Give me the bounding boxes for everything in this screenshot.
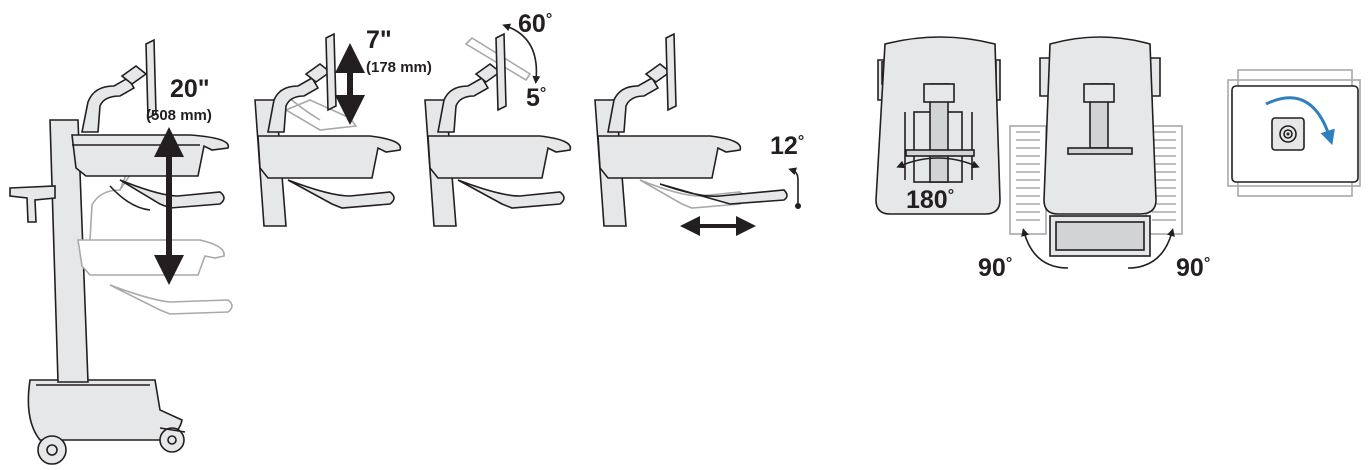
work-surface-top-view xyxy=(875,36,1001,215)
monitor-rotation-arrow xyxy=(1265,96,1335,146)
cart-height-label: 20" xyxy=(170,75,210,103)
keyboard-tilt-label: 12° xyxy=(770,132,804,160)
work-surface-swivel-label: 180° xyxy=(906,186,954,214)
monitor-tilt-down-label: 5° xyxy=(526,84,546,112)
monitor-rotate-icon xyxy=(1271,117,1305,151)
monitor-height-label: 7" xyxy=(366,26,392,54)
keyboard-swivel-left-label: 90° xyxy=(978,254,1012,282)
monitor-tilt-panel xyxy=(424,32,572,227)
keyboard-swivel-left-arrow xyxy=(1021,228,1069,269)
cart-height-mm-label: (508 mm) xyxy=(146,107,212,124)
full-cart-illustration xyxy=(9,38,233,465)
keyboard-swivel-right-arrow xyxy=(1127,228,1175,269)
keyboard-swivel-right-label: 90° xyxy=(1176,254,1210,282)
monitor-rotation-view xyxy=(1227,69,1361,197)
keyboard-tilt-arrow xyxy=(788,167,799,206)
monitor-tilt-up-label: 60° xyxy=(518,10,552,38)
monitor-height-mm-label: (178 mm) xyxy=(366,59,432,76)
keyboard-swivel-top-view xyxy=(1009,36,1183,257)
monitor-tilt-arrow xyxy=(502,23,541,84)
work-surface-swivel-arrow xyxy=(896,157,980,169)
keyboard-tilt-panel xyxy=(594,32,788,227)
